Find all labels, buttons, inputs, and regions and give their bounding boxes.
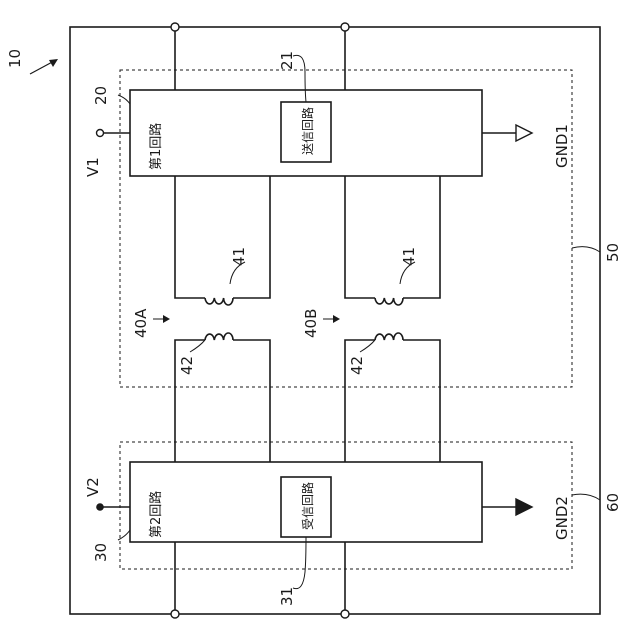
gnd1-symbol: [516, 125, 532, 141]
second-circuit-ref: 30: [92, 543, 110, 562]
device-ref: 10: [6, 49, 24, 68]
transformer-40b-label: 40B: [302, 309, 320, 338]
receive-circuit-ref: 31: [278, 587, 296, 606]
coil-42-b-ref: 42: [348, 356, 366, 375]
tx-b-secondary-right: [403, 340, 440, 462]
coil-42-b: [375, 333, 403, 340]
coil-42-a-ref: 42: [178, 356, 196, 375]
tx-a-primary-right: [233, 176, 270, 298]
transformer-40a-label: 40A: [132, 308, 150, 338]
coil-41-a-ref: 41: [230, 247, 248, 266]
coil-41-a: [205, 298, 233, 305]
coil-41-b: [375, 298, 403, 305]
terminal-top-left: [171, 23, 179, 31]
v2-label: V2: [84, 477, 102, 497]
first-circuit-ref: 20: [92, 86, 110, 105]
first-circuit-label: 第1回路: [148, 123, 164, 170]
coil-41-b-ref: 41: [400, 247, 418, 266]
coil-42-a: [205, 333, 233, 340]
gnd2-symbol: [516, 499, 532, 515]
gnd2-label: GND2: [553, 496, 571, 540]
chip-2-region: [120, 442, 572, 569]
terminal-bottom-left: [171, 610, 179, 618]
receive-circuit-label: 受信回路: [300, 482, 315, 530]
transmit-circuit-label: 送信回路: [300, 107, 315, 155]
v1-label: V1: [84, 157, 102, 177]
tx-a-primary-left: [175, 176, 205, 298]
gnd1-label: GND1: [553, 124, 571, 168]
transformer-40b-arrow: [323, 315, 340, 323]
transmit-circuit-ref: 21: [278, 51, 296, 70]
terminal-bottom-right: [341, 610, 349, 618]
tx-b-primary-right: [403, 176, 440, 298]
v1-terminal: [97, 130, 104, 137]
chip-2-leader: [572, 494, 600, 500]
second-circuit-label: 第2回路: [148, 491, 164, 538]
chip-2-ref: 60: [604, 493, 622, 512]
v2-terminal: [96, 503, 104, 511]
chip-1-leader: [572, 247, 600, 252]
terminal-top-right: [341, 23, 349, 31]
transformer-40a-arrow: [153, 315, 170, 323]
coil-42-b-leader: [360, 340, 375, 352]
tx-b-primary-left: [345, 176, 375, 298]
chip-1-ref: 50: [604, 243, 622, 262]
coil-42-a-leader: [190, 340, 205, 352]
receive-circuit-leader: [293, 537, 306, 589]
tx-a-secondary-right: [233, 340, 270, 462]
device-ref-arrow: [30, 59, 58, 74]
